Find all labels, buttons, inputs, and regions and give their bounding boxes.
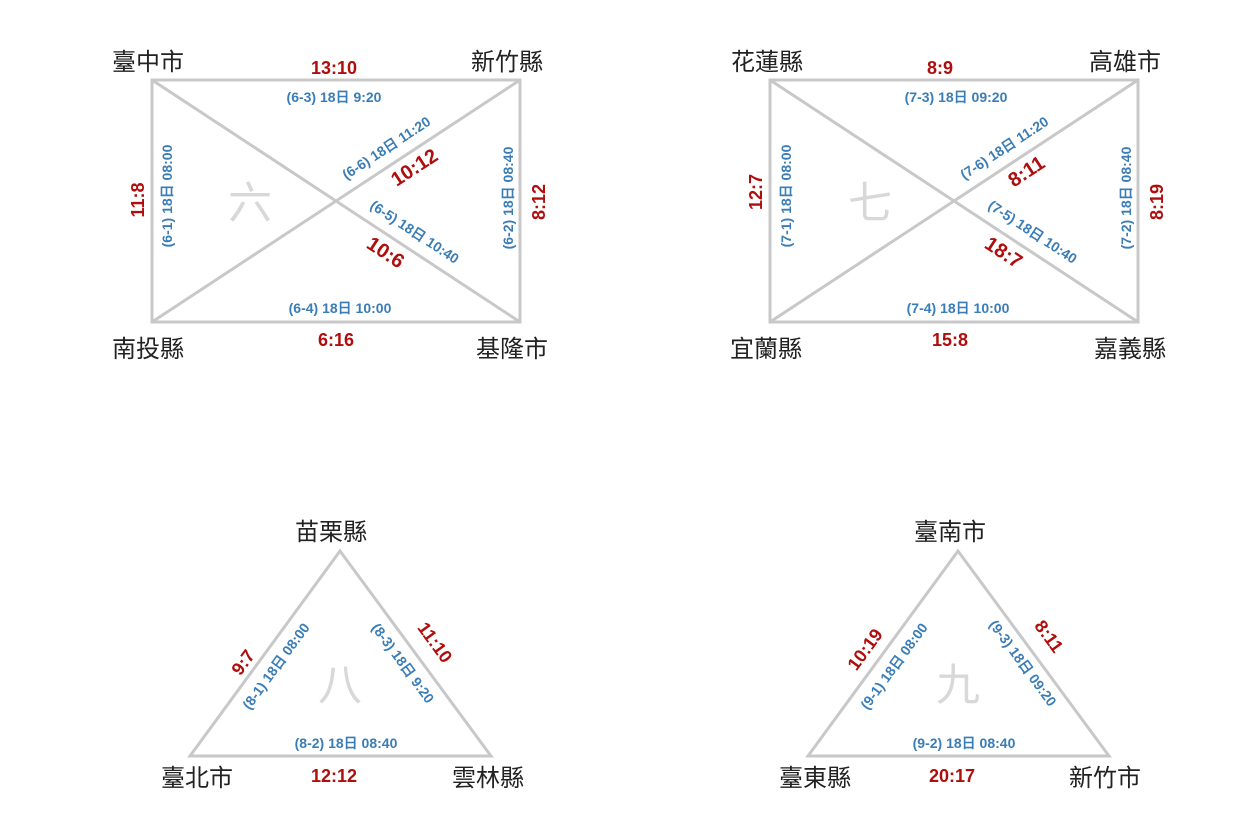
score-six-m1: 11:8	[128, 182, 148, 217]
group-nine-frame	[805, 548, 1112, 758]
score-six-m3: 13:10	[311, 58, 357, 78]
match-seven-m3: (7-3) 18日 09:20	[905, 89, 1008, 105]
group-seven-label: 七	[848, 178, 892, 229]
team-nine-bl: 臺東縣	[779, 764, 851, 792]
group-eight-frame	[187, 548, 494, 758]
group-seven-diagonal-b	[769, 78, 1139, 324]
match-seven-m4: (7-4) 18日 10:00	[907, 300, 1010, 316]
score-seven-m2: 8:19	[1147, 184, 1167, 220]
team-seven-bl: 宜蘭縣	[730, 335, 802, 363]
match-eight-m2: (8-2) 18日 08:40	[295, 735, 398, 751]
group-eight: 八 苗栗縣 臺北市 雲林縣 9:7 (8-1) 18日 08:00 (8-3) …	[161, 518, 524, 792]
match-seven-m2: (7-2) 18日 08:40	[1118, 146, 1134, 249]
score-seven-m3: 8:9	[927, 58, 953, 78]
group-seven: 七 花蓮縣 高雄市 宜蘭縣 嘉義縣 8:9 (7-3) 18日 09:20 (7…	[730, 48, 1167, 363]
group-six-label: 六	[228, 178, 272, 229]
match-seven-m1: (7-1) 18日 08:00	[778, 144, 794, 247]
match-nine-m2: (9-2) 18日 08:40	[913, 735, 1016, 751]
group-seven-frame	[768, 78, 1140, 324]
team-seven-tl: 花蓮縣	[731, 48, 803, 76]
team-eight-bl: 臺北市	[161, 764, 233, 792]
score-six-m5: 10:6	[363, 233, 409, 273]
team-six-bl: 南投縣	[112, 335, 184, 363]
team-six-tl: 臺中市	[112, 48, 184, 76]
team-seven-tr: 高雄市	[1089, 48, 1161, 76]
score-seven-m6: 8:11	[1004, 152, 1049, 192]
match-six-m3: (6-3) 18日 9:20	[287, 89, 382, 105]
score-six-m4: 6:16	[318, 330, 354, 350]
team-nine-top: 臺南市	[914, 518, 986, 546]
score-nine-m3: 8:11	[1030, 616, 1067, 656]
score-seven-m4: 15:8	[932, 330, 968, 350]
score-nine-m1: 10:19	[843, 625, 886, 674]
group-six-frame	[150, 78, 522, 324]
group-nine: 九 臺南市 臺東縣 新竹市 10:19 (9-1) 18日 08:00 (9-3…	[779, 518, 1141, 792]
team-six-br: 基隆市	[476, 335, 548, 363]
team-nine-br: 新竹市	[1069, 764, 1141, 792]
match-six-m1: (6-1) 18日 08:00	[159, 144, 175, 247]
team-six-tr: 新竹縣	[471, 48, 543, 76]
score-six-m6: 10:12	[387, 145, 442, 191]
match-six-m4: (6-4) 18日 10:00	[289, 300, 392, 316]
team-eight-br: 雲林縣	[452, 764, 524, 792]
team-seven-br: 嘉義縣	[1094, 335, 1166, 363]
group-six-diagonal-b	[151, 78, 521, 324]
score-seven-m5: 18:7	[981, 233, 1027, 273]
group-nine-label: 九	[936, 660, 980, 711]
team-eight-top: 苗栗縣	[295, 518, 367, 546]
score-eight-m2: 12:12	[311, 766, 357, 786]
score-six-m2: 8:12	[529, 184, 549, 220]
score-eight-m1: 9:7	[227, 646, 259, 679]
match-six-m2: (6-2) 18日 08:40	[500, 146, 516, 249]
group-six: 六 臺中市 新竹縣 南投縣 基隆市 13:10 (6-3) 18日 9:20 (…	[112, 48, 549, 363]
score-seven-m1: 12:7	[746, 174, 766, 210]
group-eight-label: 八	[318, 660, 362, 711]
score-nine-m2: 20:17	[929, 766, 975, 786]
